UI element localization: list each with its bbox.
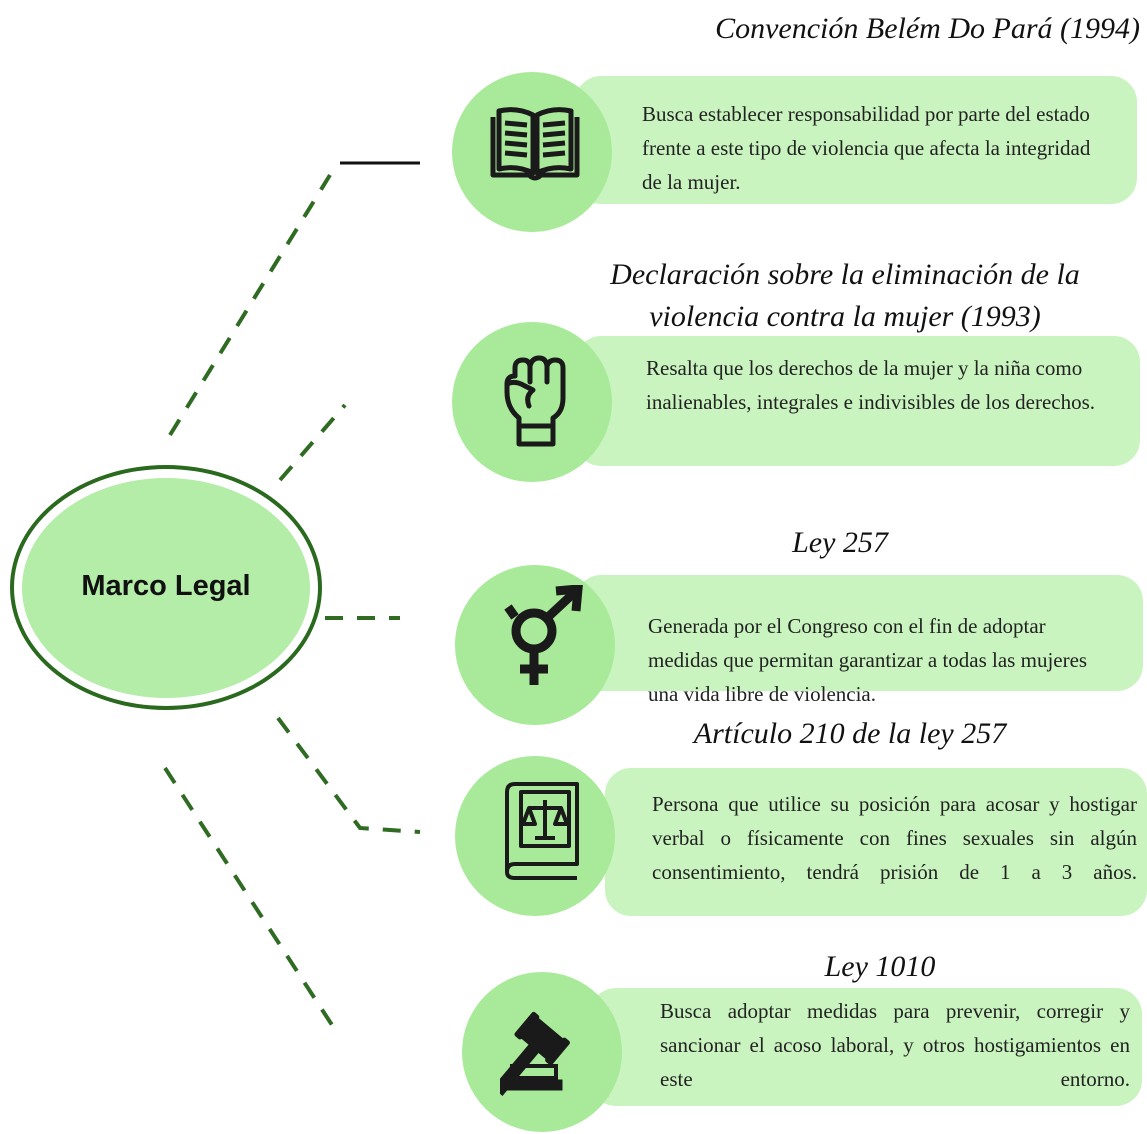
connector-5 bbox=[163, 766, 334, 1027]
connector-1 bbox=[168, 173, 332, 437]
hub-circle bbox=[22, 478, 310, 698]
gender-symbol-icon bbox=[490, 585, 590, 685]
card-1-box bbox=[575, 76, 1137, 204]
card-4-title: Artículo 210 de la ley 257 bbox=[693, 717, 1007, 750]
card-3-text: Generada por el Congreso con el fin de a… bbox=[648, 614, 1088, 706]
card-1-title: Convención Belém Do Pará (1994) bbox=[715, 12, 1140, 45]
card-5-title: Ley 1010 bbox=[824, 950, 936, 983]
card-2-title: Declaración sobre la eliminación de la v… bbox=[610, 258, 1080, 333]
card-2-box bbox=[575, 336, 1140, 466]
card-1-text: Busca establecer responsabilidad por par… bbox=[642, 102, 1091, 194]
raised-fist-icon bbox=[485, 350, 585, 450]
law-book-scales-icon bbox=[495, 780, 595, 880]
card-3-title: Ley 257 bbox=[792, 526, 888, 559]
card-2-text: Resalta que los derechos de la mujer y l… bbox=[646, 356, 1096, 414]
hub-label: Marco Legal bbox=[81, 570, 251, 602]
connector-4 bbox=[276, 716, 421, 834]
card-2-icon-circle bbox=[452, 322, 612, 482]
card-5-text: Busca adoptar medidas para prevenir, cor… bbox=[660, 999, 1130, 1091]
card-5-box bbox=[590, 988, 1142, 1106]
book-icon bbox=[485, 97, 585, 197]
card-4-text: Persona que utilice su posición para aco… bbox=[652, 792, 1137, 884]
connector-2 bbox=[278, 403, 347, 482]
card-3-box bbox=[575, 575, 1143, 691]
card-4-box bbox=[605, 768, 1147, 916]
gavel-icon bbox=[500, 1000, 600, 1100]
